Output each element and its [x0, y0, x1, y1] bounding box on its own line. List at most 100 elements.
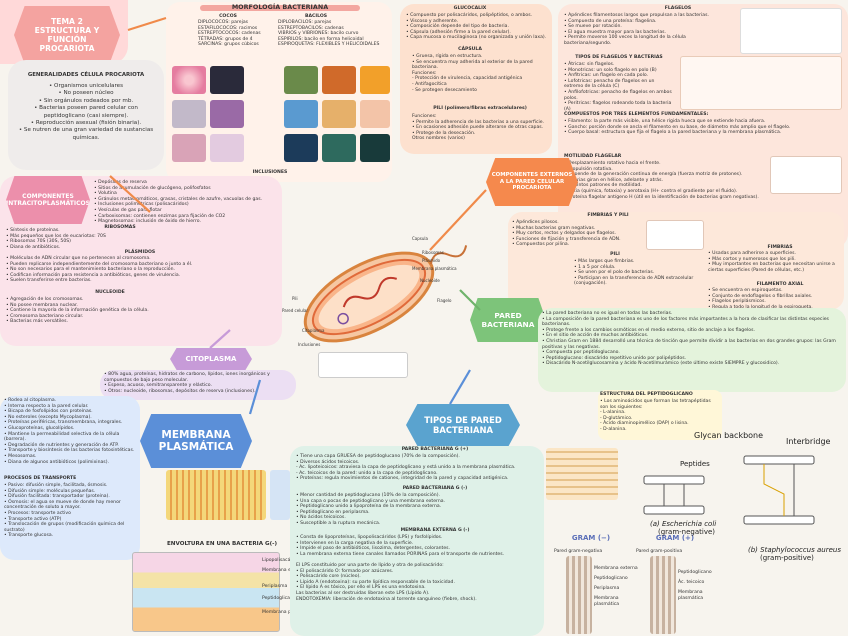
gp-heading: PARED BACTERIANA G (+) [401, 447, 469, 452]
pili-sub-heading: PILI [610, 252, 620, 257]
motilidad-heading: MOTILIDAD FLAGELAR [564, 154, 622, 159]
citoplasma-hexagon: CITOPLASMA [170, 348, 252, 370]
capsula-heading: CÁPSULA [458, 47, 482, 52]
fimbrias-title: FIMBRIAS Y PILI [587, 213, 629, 218]
gn-heading: PARED BACTERIANA G (-) [402, 486, 468, 491]
cell-flagellum [429, 245, 468, 265]
micrograph-cocci-3 [172, 100, 206, 128]
inclusiones-label: INCLUSIONES [252, 170, 288, 175]
ecoli-caption-2: (gram-negative) [658, 528, 715, 536]
cell-label-plasmido: Plásmido [422, 258, 441, 263]
micrograph-spiral-2 [360, 100, 390, 128]
legend-table [318, 352, 408, 378]
membrana-diagram [166, 470, 266, 520]
envoltura-diagram [132, 552, 280, 632]
gram-pos-caption: Pared gram-positiva [636, 549, 683, 554]
flagelos-list: • Apéndices filamentosos largos que prop… [564, 13, 709, 46]
peptides-label: Peptides [680, 460, 710, 468]
gram-neg-label-1: Membrana externa [594, 566, 638, 571]
flagelos-tipos-heading: TIPOS DE FLAGELOS Y BACTERIAS [575, 55, 663, 60]
me-list: • Consta de lipoproteínas, lipopolisacár… [296, 535, 505, 602]
gram-neg-label-2: Peptidoglicano [594, 576, 628, 581]
interbridge-label: Interbridge [786, 437, 831, 446]
ribosomas-list: • Síntesis de proteínas. • Más pequeños … [6, 228, 106, 250]
bacilos-heading: BACILOS [304, 14, 328, 19]
membrana-box [0, 396, 140, 560]
pared-box [538, 308, 846, 392]
gram-neg-label-4: Membrana plasmática [594, 596, 620, 607]
gram-pos-label-1: Peptidoglicano [678, 570, 712, 575]
filamento-heading: FILAMENTO AXIAL [756, 282, 804, 287]
cell-label-ribosomas: Ribosomas [422, 250, 444, 255]
generalidades-box [8, 60, 164, 170]
cell-label-citoplasma: Citoplasma [302, 328, 325, 333]
micrograph-rods-4 [322, 100, 356, 128]
intracito-hexagon: COMPONENTES INTRACITOPLASMÁTICOS [6, 176, 90, 224]
flagelos-tipos-list: • Átricas: sin flagelos. • Monotricas: u… [564, 62, 672, 112]
title-hexagon: TEMA 2 ESTRUCTURA Y FUNCIÓN PROCARIOTA [14, 6, 120, 64]
micrograph-spiral-3 [360, 134, 390, 162]
flagelos-title: FLAGELOS [664, 6, 692, 11]
plasmidos-list: • Moléculas de ADN circular que no perte… [6, 256, 193, 284]
envoltura-title: ENVOLTURA EN UNA BACTERIA G(-) [166, 541, 278, 547]
motilidad-diagram [770, 156, 842, 194]
gp-list: • Tiene una capa GRUESA de peptidoglucan… [296, 454, 516, 482]
ecoli-caption: (a) Escherichia coli [650, 520, 716, 528]
micrograph-rods-5 [284, 134, 318, 162]
fimbrias-sub-heading: FIMBRIAS [767, 245, 793, 250]
fimbrias-sub-list: • Usadas para adherirse a superficies. •… [708, 251, 835, 273]
ribosomas-heading: RIBOSOMAS [104, 225, 136, 230]
pili-list: Funciones: • Permite la adherencia de la… [412, 114, 545, 142]
tipos-hexagon: TIPOS DE PARED BACTERIANA [406, 404, 520, 446]
flagelo-diagram [740, 8, 842, 54]
gram-neg-label-3: Periplasma [594, 586, 620, 591]
cell-plasmid [337, 312, 349, 325]
cell-label-pared: Pared celular [282, 308, 308, 313]
gram-pos-label-3: Membrana plasmática [678, 590, 704, 601]
transporte-list: • Pasivo: difusión simple, facilitada, ó… [4, 483, 125, 539]
peptidoglicano-list: • Los aminoácidos que forman las tetrapé… [600, 399, 711, 432]
cell-label-flagelo: Flagelo [437, 298, 452, 303]
tipos-box [290, 446, 544, 636]
micrograph-rods-6 [322, 134, 356, 162]
bacilos-list: DIPLOBACILOS: parejas ESTREPTOBACILOS: c… [278, 20, 380, 48]
glucocalix-box [400, 4, 552, 154]
nucleoide-heading: NUCLEOIDE [95, 290, 125, 295]
membrana-list: • Rodea al citoplasma. • Interna respect… [4, 398, 135, 465]
pared-hexagon: PARED BACTERIANA [470, 298, 546, 342]
morfologia-title: MORFOLOGÍA BACTERIANA [200, 4, 360, 11]
externos-hexagon: COMPONENTES EXTERNOS A LA PARED CELULAR … [486, 158, 578, 206]
flagelos-tipos-diagram [680, 56, 842, 110]
micrograph-cocci-1 [172, 66, 206, 94]
peptidoglycan-schematic: Glycan backbone Interbridge Peptides (a)… [643, 431, 841, 562]
micrograph-cocci-2 [210, 66, 244, 94]
micrograph-cocci-6 [210, 134, 244, 162]
envoltura-label-lps: Lipopolisacárido [262, 558, 300, 563]
flagelos-componentes-heading: COMPUESTOS POR TRES ELEMENTOS FUNDAMENTA… [564, 112, 709, 117]
micrograph-rods-2 [322, 66, 356, 94]
plasmidos-heading: PLÁSMIDOS [124, 250, 156, 255]
gram-neg-diagram [566, 556, 592, 634]
cocos-list: DIPLOCOCOS: parejas ESTAFILOCOCOS: racim… [198, 20, 261, 48]
membrana-hexagon: MEMBRANA PLASMÁTICA [140, 414, 252, 468]
generalidades-heading: GENERALIDADES CÉLULA PROCARIOTA [27, 72, 145, 78]
cell-label-inclusiones: Inclusiones [298, 342, 320, 347]
glucocalix-title: GLUCOCALIX [453, 6, 487, 11]
pared-list: • La pared bacteriana no es igual en tod… [542, 311, 836, 367]
pili-diagram [646, 220, 704, 250]
pili-sub-list: • Más largos que fimbrias. • 1 a 5 por c… [574, 259, 694, 287]
cell-label-pili: Pili [292, 296, 298, 301]
intracito-list: • Depósitos de reserva • Sitios de acumu… [94, 180, 263, 225]
cell-label-capsula: Capsula [412, 236, 429, 241]
cell-nucleoid [342, 276, 398, 308]
citoplasma-list: • 80% agua, proteínas, hidratos de carbo… [104, 372, 270, 394]
glucocalix-list: • Compuesto por polisacáridos, polipépti… [406, 13, 547, 41]
glycan-backbone-label: Glycan backbone [694, 431, 763, 440]
transporte-heading: PROCESOS DE TRANSPORTE [4, 476, 77, 481]
staph-structure [743, 455, 815, 525]
peptidoglicano-heading: ESTRUCTURA DEL PEPTIDOGLICANO [600, 392, 693, 397]
bacteria-cell-diagram: Capsula Pared celular Membrana plasmátic… [282, 236, 468, 347]
pili-heading: PILI (polímero/fibras extracelulares) [433, 106, 527, 111]
gram-pos-label-2: Ác. teicoico [678, 580, 705, 585]
